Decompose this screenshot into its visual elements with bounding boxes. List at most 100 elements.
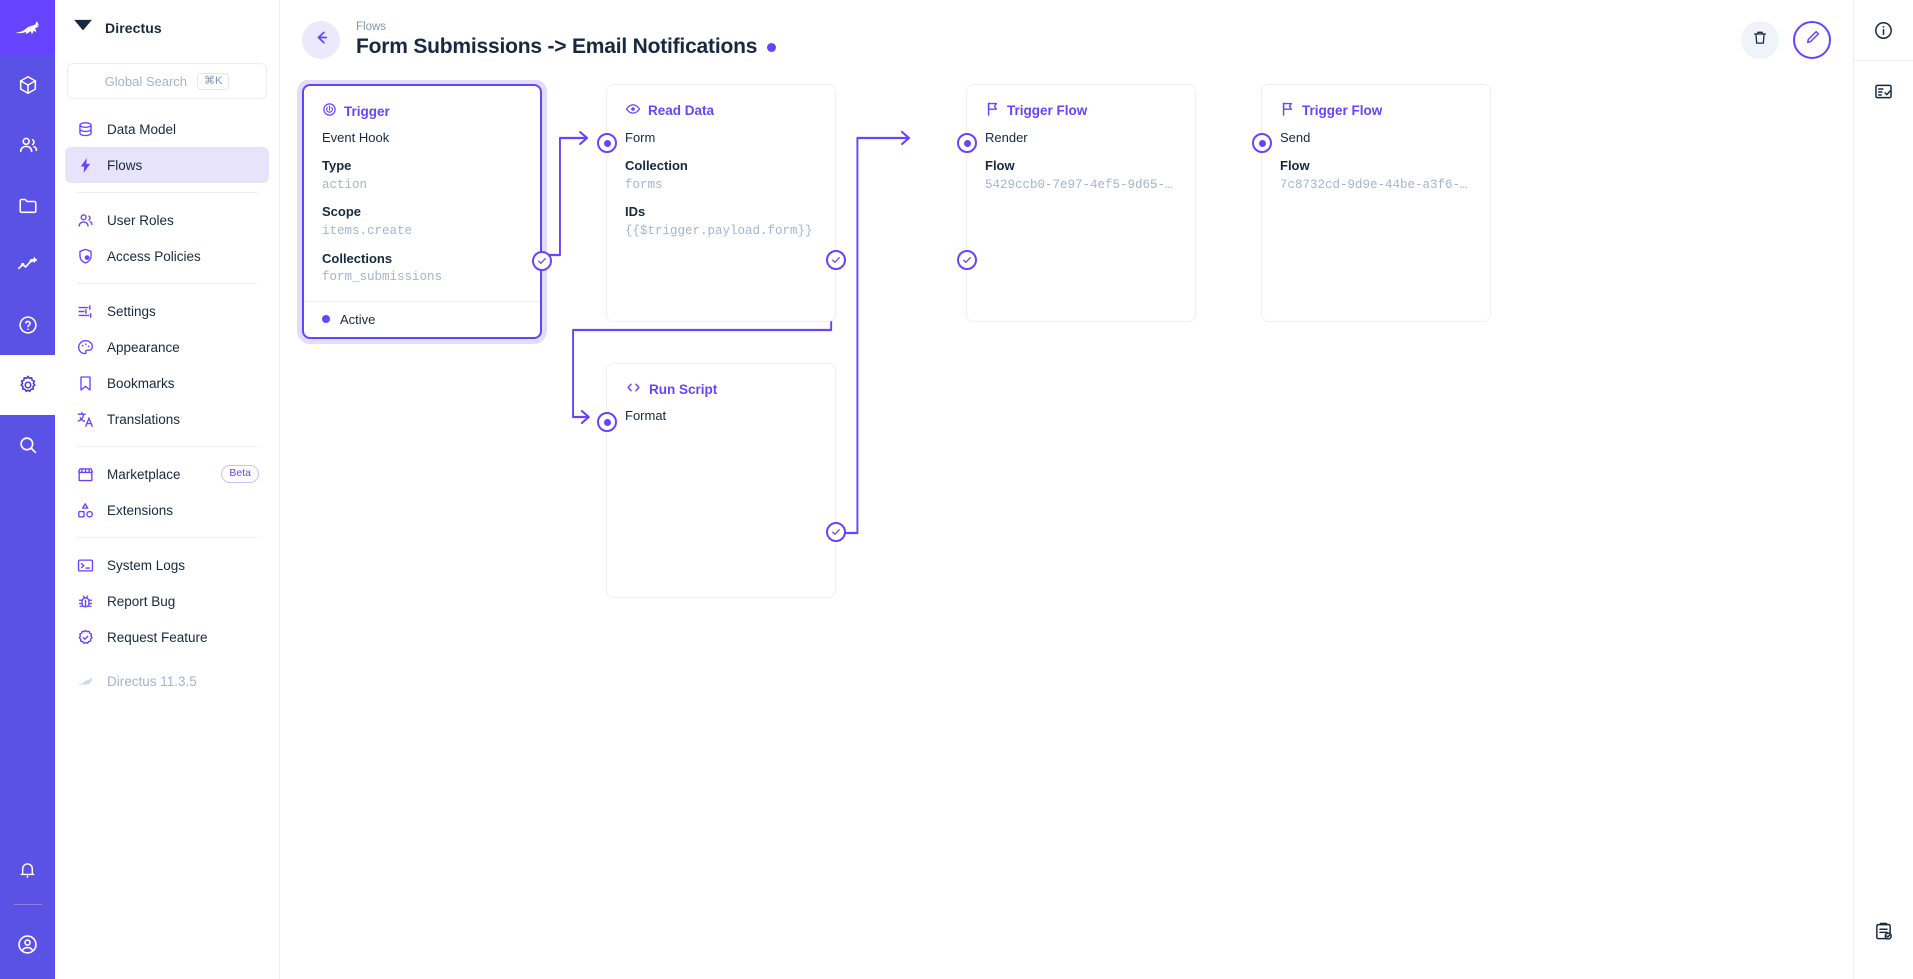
sidebar-version: Directus 11.3.5 xyxy=(65,663,269,699)
shapes-icon xyxy=(75,500,95,520)
sidebar-item-translations[interactable]: Translations xyxy=(65,401,269,437)
insights-module-icon[interactable] xyxy=(0,235,55,295)
flow-node-read-data[interactable]: Read Data Form Collection forms IDs {{$t… xyxy=(597,84,846,322)
account-user-circle-icon[interactable] xyxy=(0,909,55,979)
bug-icon xyxy=(75,591,95,611)
field-key: Type xyxy=(322,158,352,174)
field-key: Collection xyxy=(625,158,688,174)
node-title: Read Data xyxy=(648,103,715,118)
node-subtitle: Format xyxy=(625,408,667,423)
read-data-resolve-handle[interactable] xyxy=(826,250,846,270)
sidebar-label: Bookmarks xyxy=(107,375,175,391)
directus-mark-icon xyxy=(73,17,93,38)
sidebar-label: Report Bug xyxy=(107,593,176,609)
docs-module-icon[interactable] xyxy=(0,295,55,355)
nav-divider xyxy=(77,283,257,284)
title-block: Flows Form Submissions -> Email Notifica… xyxy=(356,20,777,60)
status-badge-dot xyxy=(767,42,777,52)
node-body: Event Hook Type action Scope items.creat… xyxy=(304,128,540,301)
send-input-handle[interactable] xyxy=(1252,133,1272,153)
node-subtitle: Render xyxy=(985,130,1028,145)
users-module-icon[interactable] xyxy=(0,115,55,175)
sidebar-item-marketplace[interactable]: Marketplace Beta xyxy=(65,456,269,492)
flow-node-trigger[interactable]: Trigger Event Hook Type action Scope ite… xyxy=(302,84,552,339)
sidebar-item-user-roles[interactable]: User Roles xyxy=(65,202,269,238)
back-button[interactable] xyxy=(302,21,340,59)
sliders-icon xyxy=(75,301,95,321)
field-value: 7c8732cd-9d9e-44be-a3f6-89… xyxy=(1280,177,1472,192)
title-row: Form Submissions -> Email Notifications xyxy=(356,35,777,59)
node-body: Form Collection forms IDs {{$trigger.pay… xyxy=(607,128,835,255)
sidebar-item-request-feature[interactable]: Request Feature xyxy=(65,619,269,655)
global-search-input[interactable]: Global Search ⌘K xyxy=(67,63,267,99)
sidebar-item-extensions[interactable]: Extensions xyxy=(65,492,269,528)
render-resolve-handle[interactable] xyxy=(957,250,977,270)
delete-flow-button[interactable] xyxy=(1741,21,1779,59)
flow-canvas-inner: Trigger Event Hook Type action Scope ite… xyxy=(280,80,1853,979)
flow-node-trigger-flow-send[interactable]: Trigger Flow Send Flow 7c8732cd-9d9e-44b… xyxy=(1252,84,1491,322)
content-module-icon[interactable] xyxy=(0,55,55,115)
node-subtitle: Event Hook xyxy=(322,130,390,145)
sidebar-label: Settings xyxy=(107,303,156,319)
directus-rabbit-icon xyxy=(75,671,95,691)
search-module-icon[interactable] xyxy=(0,415,55,475)
sidebar-item-data-model[interactable]: Data Model xyxy=(65,111,269,147)
arrowhead-read-data xyxy=(579,130,589,146)
translate-icon xyxy=(75,409,95,429)
trigger-resolve-handle[interactable] xyxy=(532,251,552,271)
breadcrumb[interactable]: Flows xyxy=(356,20,387,33)
sidebar-label: Appearance xyxy=(107,339,180,355)
nav-header: Directus xyxy=(55,0,279,55)
node-header: Run Script xyxy=(607,364,835,406)
code-icon xyxy=(625,380,642,398)
run-script-input-handle[interactable] xyxy=(597,412,617,432)
sidebar-item-system-logs[interactable]: System Logs xyxy=(65,547,269,583)
sidebar-item-access-policies[interactable]: Access Policies xyxy=(65,238,269,274)
sidebar-item-settings[interactable]: Settings xyxy=(65,293,269,329)
node-header: Trigger Flow xyxy=(1262,85,1490,128)
sidebar-label: Marketplace xyxy=(107,466,181,482)
sidebar-item-report-bug[interactable]: Report Bug xyxy=(65,583,269,619)
header-bar: Flows Form Submissions -> Email Notifica… xyxy=(280,0,1853,80)
sidebar-item-bookmarks[interactable]: Bookmarks xyxy=(65,365,269,401)
sidebar-item-appearance[interactable]: Appearance xyxy=(65,329,269,365)
flow-node-trigger-flow-render[interactable]: Trigger Flow Render Flow 5429ccb0-7e97-4… xyxy=(957,84,1196,322)
node-title: Run Script xyxy=(649,381,718,397)
directus-rabbit-logo-icon[interactable] xyxy=(0,0,55,55)
node-body: Send Flow 7c8732cd-9d9e-44be-a3f6-89… xyxy=(1262,128,1490,208)
version-label: Directus 11.3.5 xyxy=(107,673,197,689)
flow-canvas[interactable]: Trigger Event Hook Type action Scope ite… xyxy=(280,80,1853,979)
flow-node-run-script[interactable]: Run Script Format xyxy=(597,363,846,598)
files-module-icon[interactable] xyxy=(0,175,55,235)
run-script-resolve-handle[interactable] xyxy=(826,522,846,542)
sidebar-item-flows[interactable]: Flows xyxy=(65,147,269,183)
notifications-bell-icon[interactable] xyxy=(0,840,55,900)
power-circle-icon xyxy=(322,102,337,120)
field-value: {{$trigger.payload.form}} xyxy=(625,223,813,238)
render-input-handle[interactable] xyxy=(957,133,977,153)
nav-divider xyxy=(77,537,257,538)
edge-trigger-to-read-data xyxy=(541,136,588,257)
brand-label: Directus xyxy=(105,19,162,36)
info-circle-icon[interactable] xyxy=(1854,0,1913,60)
active-status-dot xyxy=(322,315,330,324)
shield-lock-icon xyxy=(75,246,95,266)
sidebar-label: User Roles xyxy=(107,212,174,228)
node-body: Format xyxy=(607,406,835,440)
handle-dot xyxy=(603,418,611,426)
node-status-footer: Active xyxy=(304,300,540,337)
list-check-icon[interactable] xyxy=(1854,61,1913,121)
global-search-shortcut: ⌘K xyxy=(197,72,230,90)
read-data-input-handle[interactable] xyxy=(597,133,617,153)
field-value: action xyxy=(322,177,368,192)
settings-module-icon[interactable] xyxy=(0,355,55,415)
store-icon xyxy=(75,464,95,484)
edit-flow-button[interactable] xyxy=(1793,21,1831,59)
arrowhead-render xyxy=(901,130,910,146)
sidebar-label: System Logs xyxy=(107,557,186,573)
sidebar-label: Flows xyxy=(107,157,143,173)
node-body: Render Flow 5429ccb0-7e97-4ef5-9d65-2b… xyxy=(967,128,1195,208)
clipboard-icon[interactable] xyxy=(1854,901,1913,961)
database-icon xyxy=(75,119,95,139)
